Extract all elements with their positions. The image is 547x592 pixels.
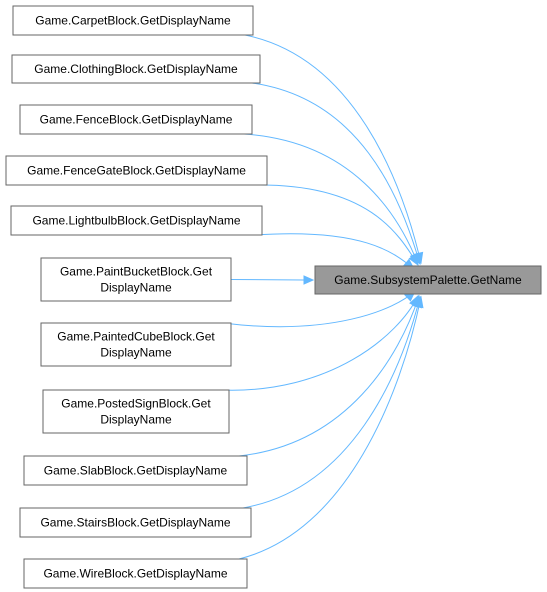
call-edge [251, 82, 421, 265]
caller-node[interactable]: Game.WireBlock.GetDisplayName [23, 558, 248, 589]
caller-node-box [42, 389, 230, 434]
caller-node-box [19, 104, 253, 135]
caller-node-box [23, 558, 248, 589]
call-edge [222, 290, 416, 328]
call-nodes: Game.CarpetBlock.GetDisplayNameGame.Clot… [5, 5, 542, 589]
caller-node[interactable]: Game.SlabBlock.GetDisplayName [23, 455, 248, 486]
caller-node-label: Game.PaintedCubeBlock.Get [57, 330, 215, 344]
target-node-box [314, 265, 542, 295]
caller-node-label: Game.PostedSignBlock.Get [61, 397, 211, 411]
call-edge [243, 133, 419, 265]
caller-node-box [12, 5, 254, 36]
caller-node-box [40, 322, 232, 367]
caller-node-label: Game.PaintBucketBlock.Get [60, 265, 213, 279]
call-edge [253, 233, 415, 270]
call-edge [238, 296, 422, 560]
call-edge [242, 296, 421, 509]
target-node-label: Game.SubsystemPalette.GetName [334, 273, 522, 287]
arrowhead [303, 275, 315, 285]
caller-node[interactable]: Game.PostedSignBlock.GetDisplayName [42, 389, 230, 434]
caller-node-label: Game.CarpetBlock.GetDisplayName [35, 14, 231, 28]
caller-node[interactable]: Game.FenceGateBlock.GetDisplayName [5, 155, 268, 186]
caller-node-box [5, 155, 268, 186]
caller-node-label: Game.FenceGateBlock.GetDisplayName [27, 164, 246, 178]
caller-node[interactable]: Game.CarpetBlock.GetDisplayName [12, 5, 254, 36]
caller-node-label: DisplayName [100, 281, 172, 295]
call-edge [230, 279, 305, 281]
caller-node[interactable]: Game.ClothingBlock.GetDisplayName [11, 54, 261, 84]
caller-node[interactable]: Game.LightbulbBlock.GetDisplayName [10, 205, 263, 236]
caller-node-label: Game.ClothingBlock.GetDisplayName [34, 62, 238, 76]
call-edge [258, 184, 419, 266]
arrowhead [414, 295, 424, 309]
caller-node-label: Game.SlabBlock.GetDisplayName [44, 464, 228, 478]
caller-node-label: Game.LightbulbBlock.GetDisplayName [32, 214, 240, 228]
caller-node[interactable]: Game.PaintedCubeBlock.GetDisplayName [40, 322, 232, 367]
caller-node-box [10, 205, 263, 236]
caller-node-box [40, 257, 232, 302]
caller-node-box [19, 507, 252, 538]
call-edges [220, 34, 424, 560]
caller-node-label: Game.WireBlock.GetDisplayName [43, 567, 227, 581]
caller-node-label: DisplayName [100, 413, 172, 427]
call-edge [244, 34, 422, 264]
call-edge [238, 295, 420, 457]
caller-node-box [11, 54, 261, 84]
call-edge [220, 295, 419, 391]
arrowhead [408, 253, 419, 267]
caller-node-label: DisplayName [100, 346, 172, 360]
caller-node[interactable]: Game.StairsBlock.GetDisplayName [19, 507, 252, 538]
caller-node[interactable]: Game.PaintBucketBlock.GetDisplayName [40, 257, 232, 302]
caller-node-label: Game.StairsBlock.GetDisplayName [40, 516, 230, 530]
caller-node-box [23, 455, 248, 486]
caller-node[interactable]: Game.FenceBlock.GetDisplayName [19, 104, 253, 135]
target-node[interactable]: Game.SubsystemPalette.GetName [314, 265, 542, 295]
caller-node-label: Game.FenceBlock.GetDisplayName [40, 113, 233, 127]
